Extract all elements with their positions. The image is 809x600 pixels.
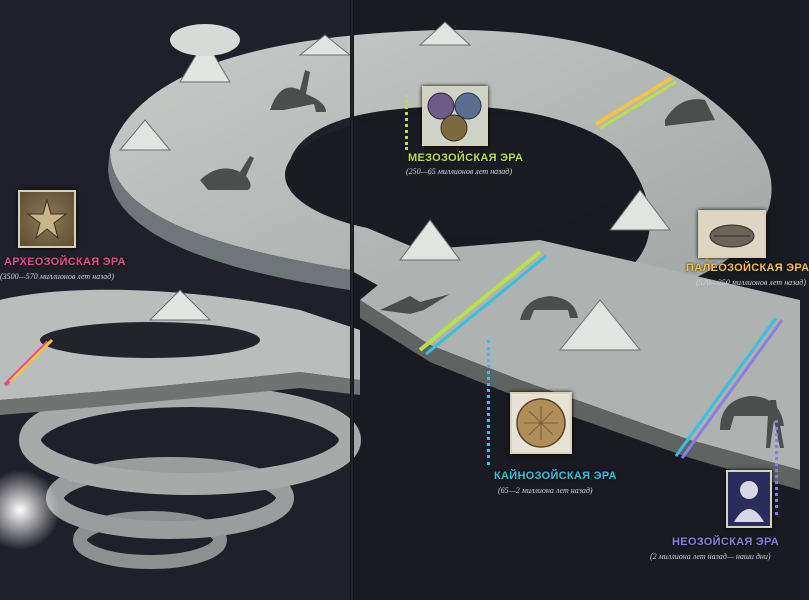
elephant-icon [520, 296, 578, 320]
paleozoic-thumbnail [698, 210, 766, 258]
portrait-icon [734, 481, 764, 522]
boundary-mesozoic [594, 76, 674, 126]
sauropod-icon [270, 70, 326, 112]
inner-hole-upper [285, 113, 625, 237]
volcano-smoke-icon [170, 24, 240, 56]
origin-flash [0, 470, 60, 550]
mesozoic-thumbnail [422, 86, 488, 146]
cenozoic-subtitle: (65—2 миллиона лет назад) [498, 486, 593, 495]
scenery-creatures [200, 70, 784, 448]
boundary-neozoic [674, 317, 778, 457]
archaeozoic-thumbnail [18, 190, 76, 248]
dinosaur-icon [200, 156, 254, 190]
mammoth-icon [720, 396, 784, 430]
inner-hole-lower [40, 322, 260, 358]
neozoic-subtitle: (2 миллиона лет назад— наши дни) [650, 552, 771, 561]
band-cenozoic-neozoic [360, 240, 800, 470]
spinosaurus-icon [665, 99, 715, 126]
sand-dollar-fossil-icon [516, 398, 566, 448]
scenery-mountains [118, 21, 671, 351]
starfish-fossil-icon [26, 198, 68, 240]
pterosaur-icon [380, 294, 450, 314]
neozoic-thumbnail [726, 470, 772, 528]
mesozoic-subtitle: (250—65 миллионов лет назад) [406, 167, 513, 176]
neozoic-leader [775, 420, 778, 515]
cenozoic-leader [487, 340, 490, 465]
cenozoic-title: КАЙНОЗОЙСКАЯ ЭРА [494, 470, 617, 482]
trilobite-fossil-icon [709, 224, 755, 248]
mesozoic-leader [405, 95, 408, 150]
paleozoic-title: ПАЛЕОЗОЙСКАЯ ЭРА [686, 262, 809, 274]
early-coils [0, 385, 361, 569]
neozoic-title: НЕОЗОЙСКАЯ ЭРА [672, 536, 779, 548]
cenozoic-thumbnail [510, 392, 572, 454]
paleozoic-subtitle: (570—250 миллионов лет назад) [696, 278, 807, 287]
boundary-cenozoic [418, 250, 542, 352]
archaeozoic-title: АРХЕОЗОЙСКАЯ ЭРА [4, 256, 126, 268]
mesozoic-title: МЕЗОЗОЙСКАЯ ЭРА [408, 152, 524, 164]
archaeozoic-subtitle: (3500—570 миллионов лет назад) [0, 272, 115, 281]
ammonite-shells-icon [427, 92, 482, 142]
book-gutter [350, 0, 354, 600]
